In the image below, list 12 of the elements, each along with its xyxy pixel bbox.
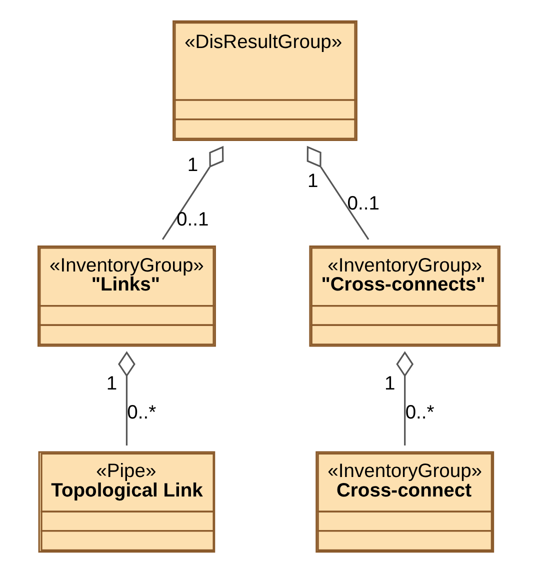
label: 0..1	[176, 210, 208, 231]
connector	[396, 351, 414, 446]
label: 1	[384, 374, 395, 395]
connector	[306, 146, 369, 240]
label: 0..*	[404, 402, 434, 424]
label: 1	[307, 171, 318, 192]
label: 0..1	[346, 193, 379, 214]
connector	[161, 146, 224, 240]
label: 0..*	[126, 402, 156, 424]
connector	[118, 351, 135, 446]
label: 1	[106, 374, 117, 395]
label: 1	[186, 154, 198, 176]
